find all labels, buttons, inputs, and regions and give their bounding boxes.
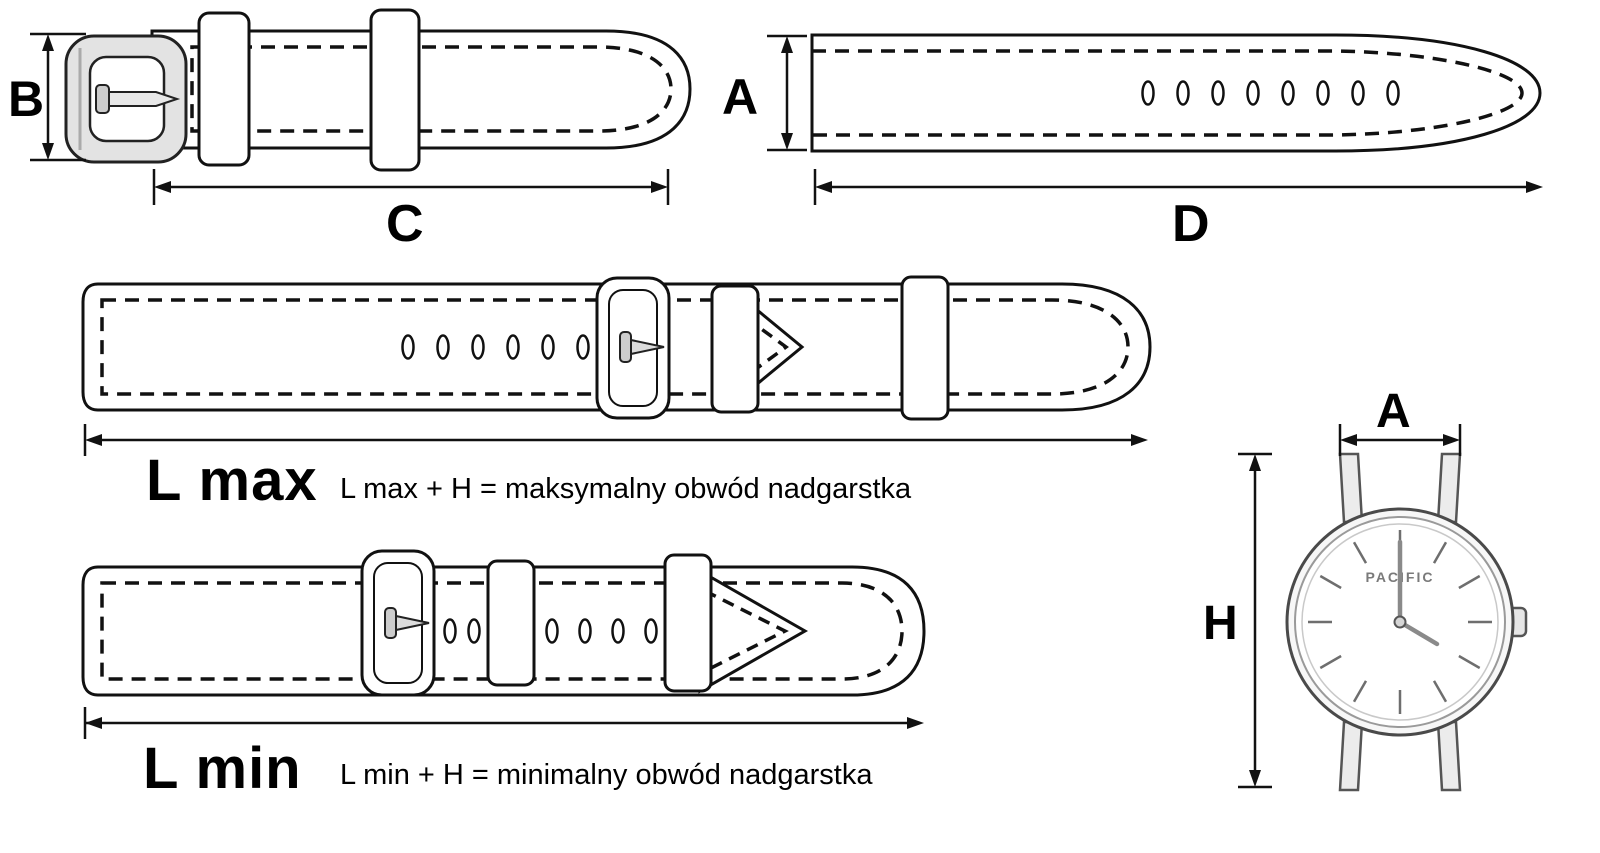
label-l-min: L min: [143, 736, 302, 801]
strap-body: [810, 33, 1542, 153]
buckle-prong: [395, 614, 430, 632]
stitching: [100, 581, 904, 681]
text-l-max-formula: L max + H = maksymalny obwód nadgarstka: [340, 473, 912, 505]
keeper-loop: [486, 559, 536, 687]
buckle-pivot: [384, 607, 397, 639]
label-watch-lug-width-a: A: [1376, 385, 1411, 438]
strap-holes: [1141, 80, 1400, 106]
dim-arrow-d: [813, 169, 1543, 205]
l-max-strap-drawing: [81, 275, 1152, 456]
dim-arrow-l-max: [83, 424, 1148, 456]
watch-lugs: [1338, 452, 1462, 792]
buckle-prong: [630, 338, 665, 356]
dim-arrow-watch-h: [1238, 452, 1272, 789]
strap-body: [150, 29, 692, 150]
text-l-min-formula: L min + H = minimalny obwód nadgarstka: [340, 759, 873, 791]
keeper-loop: [710, 284, 760, 414]
buckle-pivot: [95, 84, 110, 114]
watch-hands: [1397, 539, 1440, 647]
keeper-loop: [369, 8, 421, 172]
long-strap-drawing: [767, 33, 1543, 205]
keeper-loop: [663, 553, 713, 693]
watch-drawing: PACIFIC: [1238, 424, 1528, 792]
keeper-loop: [900, 275, 950, 421]
label-strap-width-a: A: [722, 69, 759, 125]
buckle-prong: [108, 91, 181, 107]
strap-tip-stitching: [704, 589, 789, 673]
label-strap-length-c: C: [386, 195, 424, 253]
label-l-max: L max: [146, 448, 318, 513]
dim-arrow-a: [767, 34, 807, 152]
dim-arrow-l-min: [83, 707, 924, 739]
label-strap-width-b: B: [8, 71, 45, 127]
watch-hour-ticks: [1308, 530, 1492, 714]
strap-holes: [443, 618, 658, 644]
watch-hands-center: [1393, 615, 1407, 629]
stitching: [190, 45, 673, 133]
buckle: [64, 34, 188, 164]
dim-arrow-b: [30, 32, 86, 162]
dim-arrow-watch-a: [1338, 424, 1462, 456]
buckle: [360, 549, 436, 697]
strap-holes: [401, 334, 590, 360]
buckle-pivot: [619, 331, 632, 363]
label-strap-length-d: D: [1172, 195, 1210, 253]
l-min-strap-drawing: [81, 549, 926, 739]
keeper-loop: [197, 11, 251, 167]
stitching: [812, 49, 1524, 137]
label-watch-height-h: H: [1203, 597, 1238, 650]
buckle-strap-drawing: [30, 8, 692, 205]
buckle: [595, 276, 671, 420]
dim-arrow-c: [152, 169, 670, 205]
